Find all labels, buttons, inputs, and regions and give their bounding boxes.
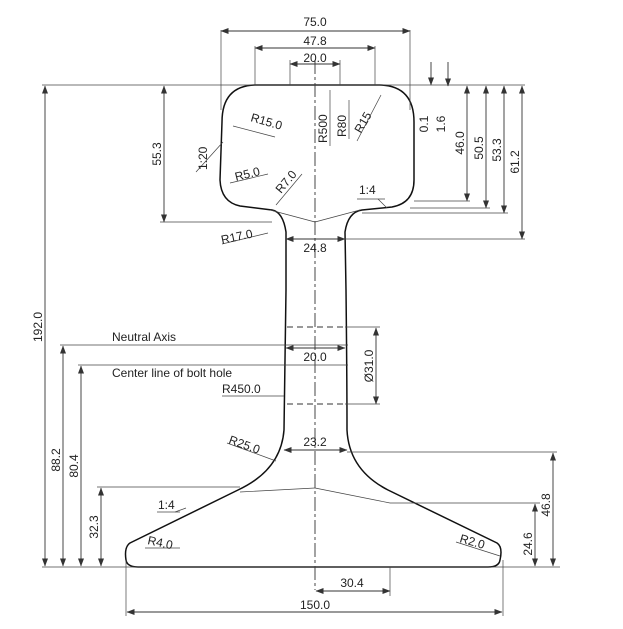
dim-foot-height: 46.8	[539, 493, 553, 517]
foot-slope-left	[239, 487, 316, 493]
dim-drop-1: 0.1	[417, 115, 431, 132]
dim-bolt-hole-width: 20.0	[303, 350, 327, 364]
neutral-axis-label: Neutral Axis	[112, 330, 176, 344]
foot-slope-right	[314, 487, 391, 504]
dim-neutral-axis-height: 88.2	[49, 448, 63, 472]
slope-head-side: 1:20	[196, 146, 210, 170]
slope-foot-top: 1:4	[158, 498, 175, 512]
head-underside-slope-right	[314, 209, 361, 223]
dim-web-bottom-width: 23.2	[303, 435, 327, 449]
radius-17: R17.0	[220, 227, 255, 247]
dim-total-height: 192.0	[31, 312, 45, 342]
dim-head-top-width: 47.8	[303, 34, 327, 48]
rail-profile	[124, 84, 502, 568]
dim-crown-width: 20.0	[303, 51, 327, 65]
dim-head-side: 55.3	[150, 142, 164, 166]
slope-head-underside: 1:4	[359, 183, 376, 197]
dim-53-3: 53.3	[490, 138, 504, 162]
radius-head-corner: R15.0	[249, 110, 284, 132]
radius-25: R25.0	[227, 433, 262, 457]
dim-bolt-hole-diameter: Ø31.0	[362, 349, 376, 382]
dim-foot-half: 30.4	[340, 576, 364, 590]
radius-5: R5.0	[233, 164, 261, 184]
dim-head-depth: 46.0	[453, 131, 467, 155]
bolt-hole-centerline-label: Center line of bolt hole	[112, 366, 232, 380]
head-underside-slope-left	[269, 209, 316, 223]
dim-web-top-width: 24.8	[303, 241, 327, 255]
dim-head-width: 75.0	[303, 15, 327, 29]
dim-foot-edge-right: 24.6	[521, 532, 535, 556]
dim-foot-edge-height: 32.3	[87, 515, 101, 539]
radius-4: R4.0	[146, 533, 174, 552]
radius-500: R500	[316, 114, 330, 143]
radius-80: R80	[335, 115, 349, 137]
radius-450: R450.0	[222, 382, 261, 396]
dim-foot-width: 150.0	[300, 598, 330, 612]
dim-61-2: 61.2	[508, 150, 522, 174]
dim-drop-2: 1.6	[434, 115, 448, 132]
dim-bolt-hole-height: 80.4	[67, 454, 81, 478]
dim-50-5: 50.5	[472, 136, 486, 160]
radius-2: R2.0	[458, 531, 487, 552]
